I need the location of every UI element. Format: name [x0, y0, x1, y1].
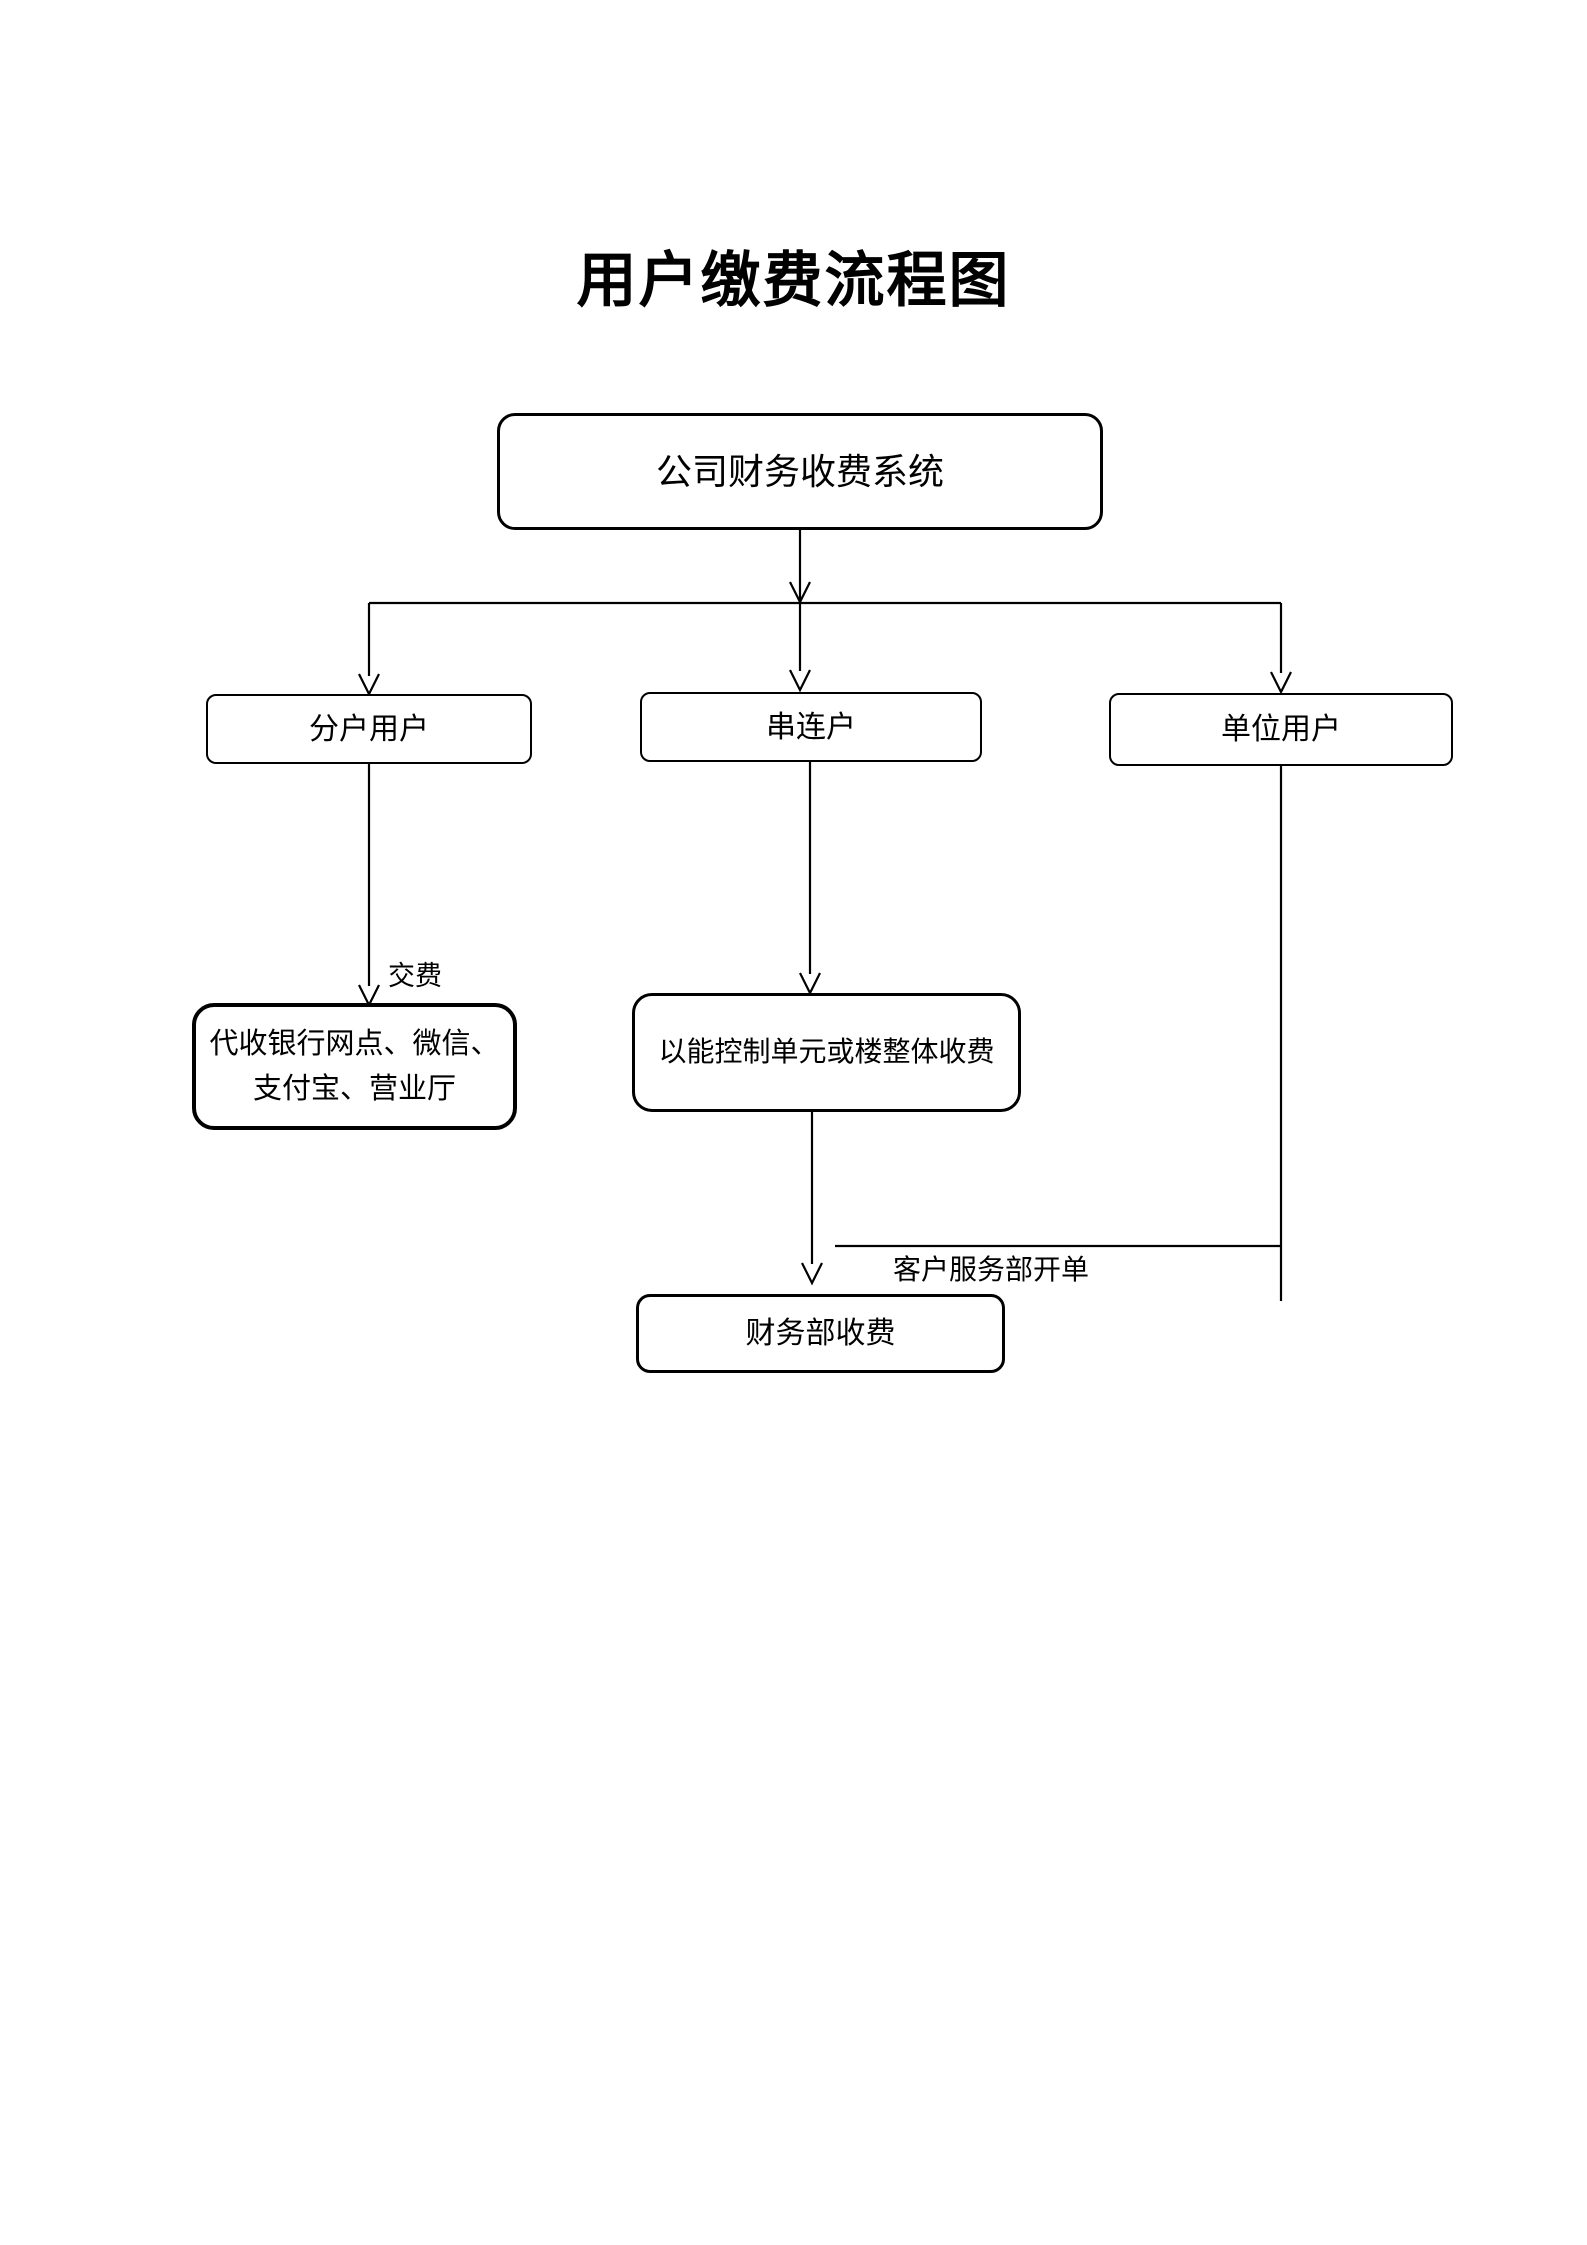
node-series-user: 串连户 [640, 692, 982, 762]
node-company-finance-system-label: 公司财务收费系统 [655, 451, 944, 492]
node-unit-user: 单位用户 [1109, 693, 1453, 766]
arrowhead-building-to-finance [801, 1262, 823, 1286]
node-payment-channels-line2: 支付宝、营业厅 [252, 1072, 456, 1105]
arrowhead-to-split-user [358, 673, 380, 697]
edge-label-service-billing: 客户服务部开单 [893, 1255, 1090, 1286]
arrowhead-to-unit-user [1270, 671, 1292, 695]
page-title: 用户缴费流程图 [576, 248, 1011, 314]
node-payment-channels: 代收银行网点、微信、 支付宝、营业厅 [192, 1003, 517, 1130]
arrowhead-series-to-building [799, 972, 821, 996]
node-finance-dept-label: 财务部收费 [745, 1317, 896, 1350]
node-split-user: 分户用户 [206, 694, 532, 764]
node-payment-channels-line1: 代收银行网点、微信、 [209, 1027, 500, 1060]
edge-label-pay-fee: 交费 [388, 961, 442, 991]
node-split-user-label: 分户用户 [309, 712, 429, 746]
node-unit-building-fee-label: 以能控制单元或楼整体收费 [658, 1036, 995, 1068]
node-series-user-label: 串连户 [766, 710, 856, 744]
arrowhead-split-to-channels [358, 984, 380, 1008]
node-finance-dept: 财务部收费 [636, 1294, 1005, 1373]
node-unit-building-fee: 以能控制单元或楼整体收费 [632, 993, 1021, 1112]
node-unit-user-label: 单位用户 [1221, 713, 1341, 746]
arrowhead-to-series-user [789, 669, 811, 693]
node-company-finance-system: 公司财务收费系统 [497, 413, 1103, 530]
